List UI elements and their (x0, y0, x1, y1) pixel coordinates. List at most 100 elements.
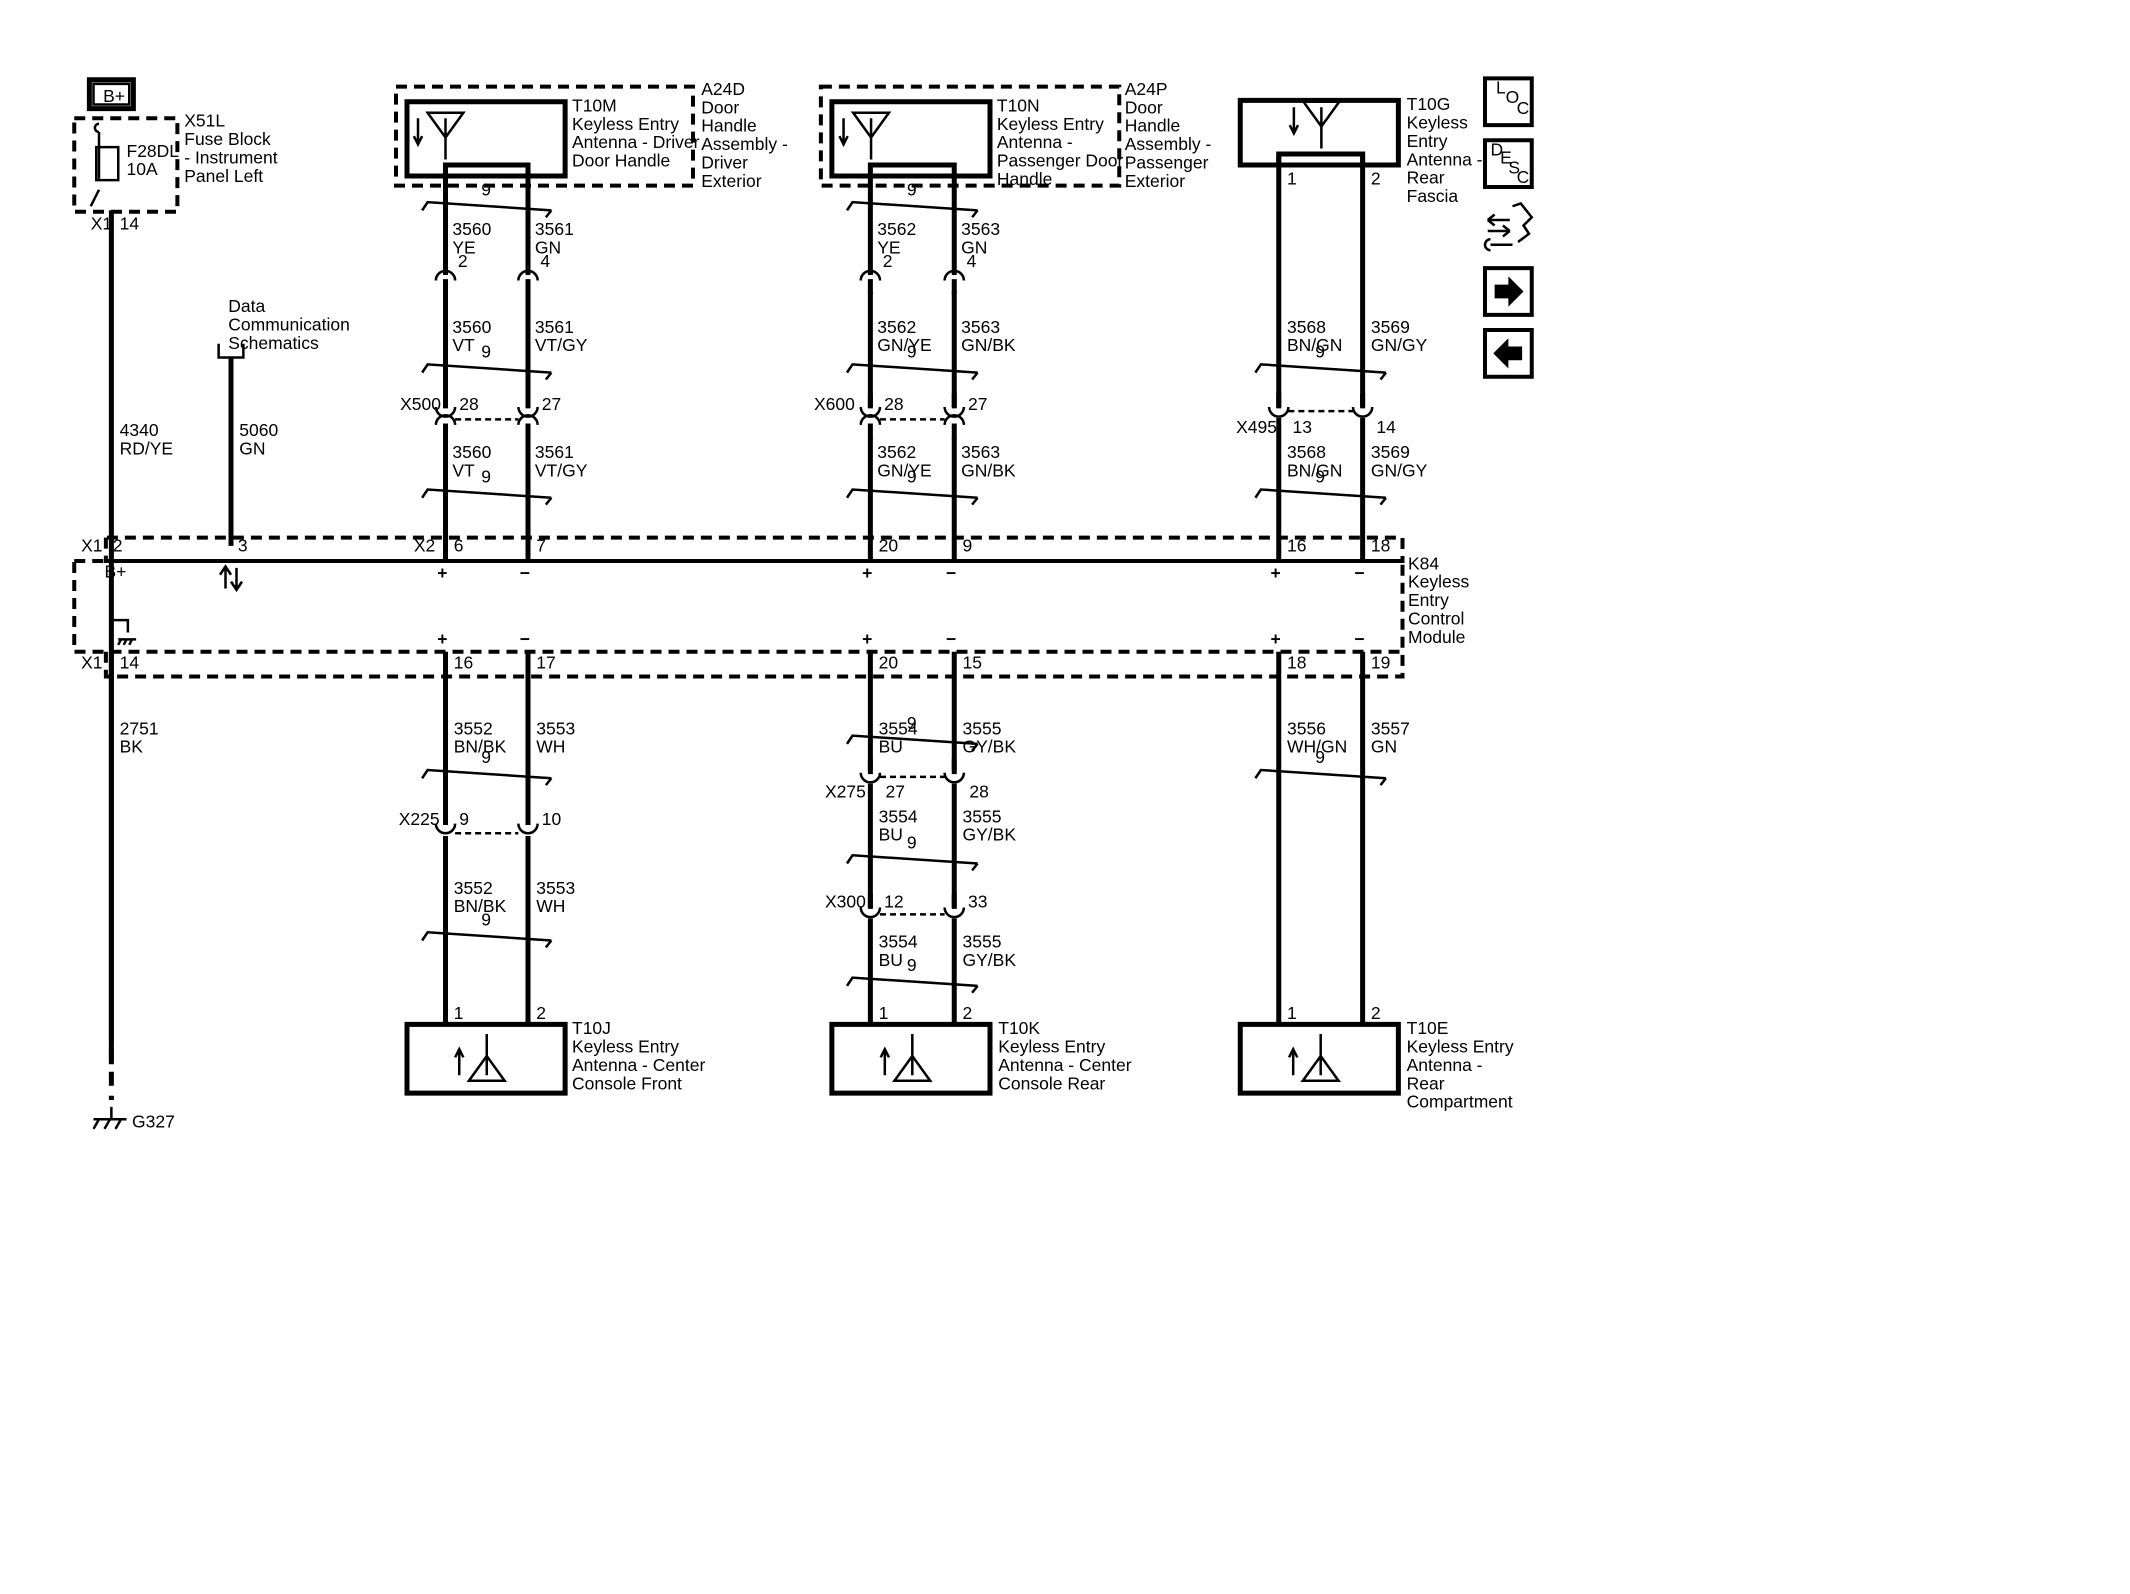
loc-button-frame[interactable] (1483, 76, 1534, 128)
pin-number: 4 (540, 251, 550, 271)
pin-number: 28 (459, 394, 478, 414)
assembly-name: A24P (1125, 79, 1168, 99)
twist-marker (971, 985, 979, 994)
bidirectional-arrows-icon (218, 564, 244, 593)
polarity-plus: + (437, 563, 447, 583)
pin-number: 2 (458, 251, 468, 271)
twist-label: 9 (907, 342, 917, 362)
twist-marker (845, 734, 978, 746)
twist-marker (971, 371, 979, 381)
desc-letter: C (1517, 167, 1530, 187)
component-name: Console Rear (998, 1073, 1105, 1093)
twist-label: 9 (907, 467, 917, 487)
wrench-icon (1483, 238, 1513, 252)
wire-label: 3553 (536, 878, 575, 898)
polarity-minus: − (520, 629, 530, 649)
polarity-plus: + (862, 629, 872, 649)
wire-label: 2751 (120, 718, 159, 738)
twist-label: 9 (481, 909, 491, 929)
wire-label: GN/YE (877, 335, 931, 355)
twist-label: 9 (1315, 467, 1325, 487)
wire-label: 3561 (535, 219, 574, 239)
pin-number: 1 (1287, 1003, 1297, 1023)
wire-label: 3568 (1287, 442, 1326, 462)
twist-label: 9 (1315, 342, 1325, 362)
pin-number: 7 (536, 535, 546, 555)
polarity-minus: − (946, 629, 956, 649)
wire-label: VT/GY (535, 335, 588, 355)
wire-label: 3560 (452, 317, 491, 337)
module-name: K84 (1408, 553, 1439, 573)
twist-marker (544, 496, 553, 506)
twist-marker (971, 209, 979, 219)
module-connector-x1-bottom (103, 651, 1405, 679)
assembly-name: A24D (701, 79, 745, 99)
pin-number: 27 (886, 782, 905, 802)
polarity-minus: − (1354, 563, 1364, 583)
pin-number: 1 (879, 1003, 889, 1023)
wire-label: 3553 (536, 718, 575, 738)
twist-label: 9 (907, 832, 917, 852)
component-name: Keyless Entry (572, 114, 679, 134)
component-name: Door Handle (572, 151, 670, 171)
connector-symbol (943, 414, 966, 426)
antenna-icon (850, 111, 892, 160)
wire-label: 3555 (963, 931, 1002, 951)
wire-label: BN/BK (454, 737, 507, 757)
forward-button[interactable] (1483, 266, 1534, 317)
connector-symbol (943, 907, 966, 919)
connector-symbol (517, 269, 539, 281)
pin-number: 27 (542, 394, 561, 414)
module-name: Keyless (1408, 572, 1470, 592)
component-name: Keyless Entry (1407, 1036, 1514, 1056)
twist-marker (845, 488, 978, 499)
twist-marker (544, 371, 553, 381)
connector-symbol (943, 406, 966, 418)
connector-name: X495 (1236, 417, 1277, 437)
component-name: Console Front (572, 1073, 682, 1093)
component-name: Antenna - Driver (572, 132, 700, 152)
polarity-minus: − (946, 563, 956, 583)
wire-label: 3557 (1371, 718, 1410, 738)
connector-symbol (517, 406, 539, 418)
twist-marker (845, 200, 978, 212)
connector-view-button[interactable] (1483, 202, 1534, 252)
wire-label: YE (452, 238, 475, 258)
twist-label: 9 (481, 342, 491, 362)
arrow-up-icon (1287, 1046, 1299, 1076)
data-comm-label: Communication (228, 315, 350, 335)
wire-label: GN (1371, 737, 1397, 757)
twist-marker (845, 363, 978, 374)
pin-number: 3 (238, 535, 248, 555)
bplus-module-label: B+ (105, 562, 127, 582)
pin-number: 33 (968, 892, 987, 912)
component-name: Compartment (1407, 1092, 1513, 1112)
twist-marker (421, 200, 552, 212)
wire-label: YE (877, 238, 900, 258)
arrow-up-icon (454, 1046, 465, 1076)
component-name: Antenna - Center (572, 1055, 705, 1075)
arrow-down-icon (412, 118, 424, 148)
back-button[interactable] (1483, 328, 1534, 379)
component-name: Antenna - (997, 132, 1073, 152)
connector-symbol (943, 269, 966, 281)
component-name: T10J (572, 1018, 611, 1038)
assembly-name: Handle (1125, 116, 1180, 136)
wire-label: BU (879, 825, 903, 845)
fuse-icon (95, 145, 120, 182)
wire-label: GN/GY (1371, 335, 1428, 355)
module-name: Control (1408, 609, 1464, 629)
twist-marker (1379, 496, 1387, 506)
wire-label: BN/GN (1287, 460, 1342, 480)
twist-label: 9 (481, 467, 491, 487)
wire-label: 3569 (1371, 317, 1410, 337)
desc-button-frame[interactable] (1483, 138, 1534, 189)
antenna-component-box (829, 99, 993, 179)
wire-label: BK (120, 737, 144, 757)
